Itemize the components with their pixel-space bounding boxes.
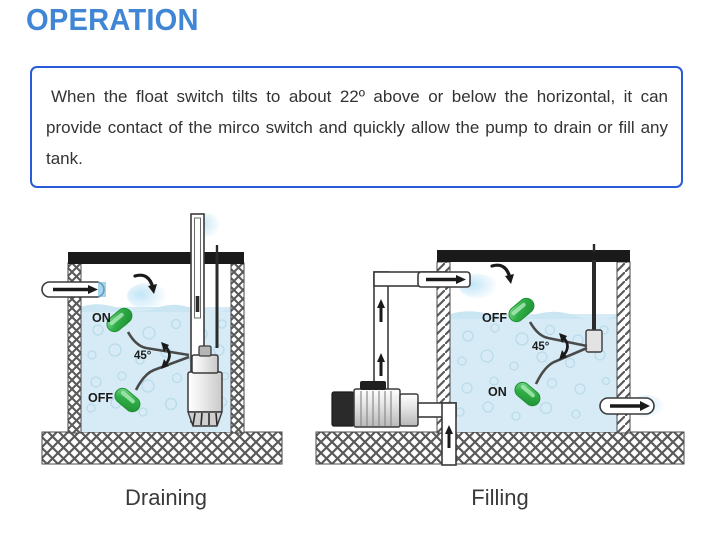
ground-draining xyxy=(41,431,283,465)
flow-arrow-suction xyxy=(445,425,453,448)
label-angle-draining: 45° xyxy=(134,350,152,362)
ceiling-slab-filling xyxy=(437,250,630,262)
caption-filling: Filling xyxy=(471,485,529,510)
label-switch-state-top-filling: OFF xyxy=(482,311,507,325)
float-ball-on xyxy=(106,307,133,333)
outlet-pipe-filling xyxy=(599,395,664,417)
label-switch-state-top-draining: ON xyxy=(92,311,111,325)
submersible-pump-draining xyxy=(187,213,223,427)
flow-curved-arrow-draining xyxy=(133,273,157,294)
float-switch-draining xyxy=(106,307,190,413)
external-pump-filling xyxy=(331,271,457,466)
figures-container: ON OFF 45° xyxy=(0,200,709,539)
description-text: When the float switch tilts to about 22º… xyxy=(46,87,668,168)
float-ball-off xyxy=(508,297,535,323)
label-switch-state-bottom-draining: OFF xyxy=(88,391,113,405)
diagram-draining: ON OFF 45° xyxy=(36,200,296,539)
label-angle-filling: 45° xyxy=(532,341,550,353)
diagram-filling: OFF ON 45° xyxy=(310,200,690,539)
description-box: When the float switch tilts to about 22º… xyxy=(30,66,683,188)
float-switch-filling xyxy=(508,297,588,407)
power-cable-filling xyxy=(585,244,603,353)
outlet-pipe-draining xyxy=(41,281,167,309)
inlet-pipe-filling xyxy=(417,271,497,298)
page-title: OPERATION xyxy=(26,2,199,37)
float-ball-on xyxy=(514,381,541,407)
flow-curved-arrow-filling xyxy=(490,263,514,284)
ground-filling xyxy=(315,431,685,465)
flow-arrow-riser xyxy=(377,299,385,376)
tank-walls-draining xyxy=(67,262,245,434)
label-switch-state-bottom-filling: ON xyxy=(488,385,507,399)
caption-draining: Draining xyxy=(125,485,207,510)
float-ball-off xyxy=(114,387,141,413)
